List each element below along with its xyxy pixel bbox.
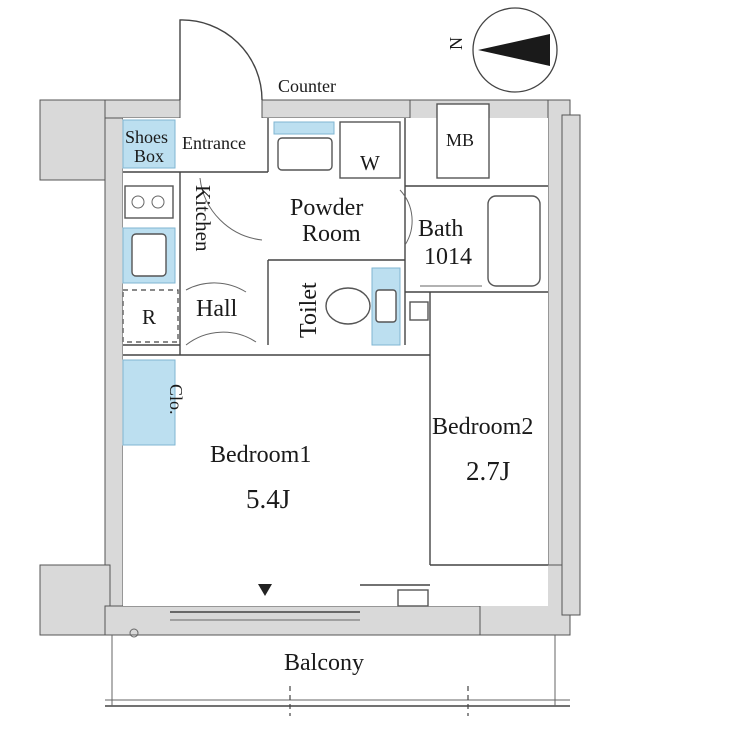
powder-room-label-1: Powder: [290, 195, 363, 221]
bathtub: [487, 195, 541, 287]
shoes-box: [122, 119, 176, 169]
wall-left: [104, 99, 124, 636]
north-label: N: [446, 37, 466, 50]
compass-circle: [472, 7, 558, 93]
north-arrow: [472, 7, 558, 93]
floor: [123, 118, 548, 606]
mb-box: [436, 103, 490, 179]
counter-label: Counter: [278, 76, 336, 96]
bath-label-2: 1014: [424, 244, 472, 270]
refrigerator-label: R: [142, 305, 156, 329]
partitions: [123, 118, 548, 586]
entrance-label: Entrance: [182, 133, 246, 153]
counter-strip: [273, 121, 335, 135]
closet-label: Clo.: [166, 384, 186, 415]
wall-left-lower: [39, 564, 111, 636]
powder-room-label-2: Room: [302, 221, 361, 247]
toilet-label: Toilet: [296, 282, 322, 338]
hall-label: Hall: [196, 296, 238, 322]
washer-label: W: [360, 151, 380, 175]
toilet-tank: [375, 289, 397, 323]
closet: [122, 359, 176, 446]
pipe-box: [409, 301, 429, 321]
bedroom2-area: 2.7J: [466, 456, 510, 486]
doors: [179, 19, 482, 346]
washer-box: [339, 121, 401, 179]
entry-marker: [258, 584, 272, 596]
shoes-box-label-2: Box: [134, 146, 164, 166]
wall-left-upper: [39, 99, 111, 181]
corner-box: [397, 589, 429, 607]
kitchen-label: Kitchen: [191, 185, 215, 252]
wall-top-mid: [261, 99, 428, 119]
toilet-bowl: [325, 287, 371, 325]
shoes-box-label-1: Shoes: [125, 127, 168, 147]
bedroom1-area: 5.4J: [246, 484, 290, 514]
bedroom1-label: Bedroom1: [210, 442, 311, 468]
refrigerator-space: [122, 289, 179, 343]
compass-needle: [478, 34, 550, 66]
powder-sink: [277, 137, 333, 171]
wall-far-right: [561, 114, 581, 616]
entrance-door: [179, 19, 263, 101]
bedroom2-label: Bedroom2: [432, 414, 533, 440]
bath-label-1: Bath: [418, 216, 463, 242]
wall-top: [104, 99, 181, 119]
fixtures: [122, 121, 541, 607]
kitchen-sink: [131, 233, 167, 277]
stove: [124, 185, 174, 219]
balcony-label: Balcony: [284, 650, 364, 676]
mb-label: MB: [446, 130, 474, 150]
